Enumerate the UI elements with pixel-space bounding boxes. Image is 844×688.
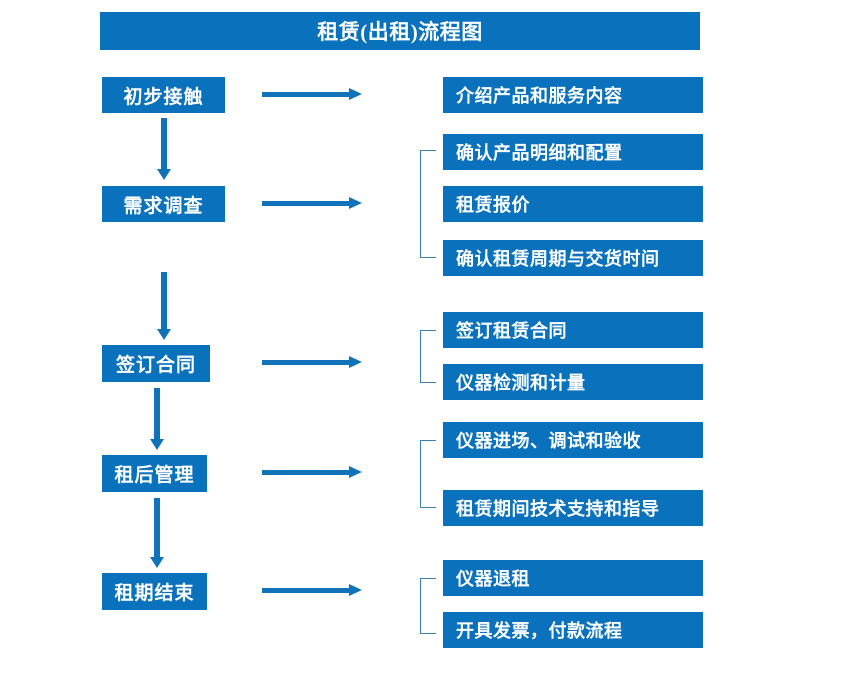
detail-box-sign-rental-contract[interactable]: 签订租赁合同 — [443, 312, 703, 348]
detail-box-instrument-entry-commissioning-acceptance[interactable]: 仪器进场、调试和验收 — [443, 422, 703, 458]
detail-box-intro-products-services[interactable]: 介绍产品和服务内容 — [443, 77, 703, 113]
stage-box-sign-contract[interactable]: 签订合同 — [102, 345, 210, 382]
stage-box-rental-end[interactable]: 租期结束 — [102, 573, 207, 610]
diagram-title: 租赁(出租)流程图 — [100, 12, 700, 50]
right-arrow-icon-3 — [262, 354, 362, 372]
stage-box-post-rental-management[interactable]: 租后管理 — [102, 455, 207, 492]
down-arrow-icon-1 — [155, 118, 173, 180]
right-arrow-icon-1 — [262, 86, 362, 104]
right-arrow-icon-4 — [262, 464, 362, 482]
detail-box-instrument-inspection-metrology[interactable]: 仪器检测和计量 — [443, 364, 703, 400]
down-arrow-icon-4 — [148, 498, 166, 568]
group-bracket-post-rental-management — [420, 440, 436, 508]
group-bracket-requirement-survey — [420, 150, 436, 258]
detail-box-rental-period-technical-support[interactable]: 租赁期间技术支持和指导 — [443, 490, 703, 526]
group-bracket-sign-contract — [420, 330, 436, 383]
detail-box-rental-quotation[interactable]: 租赁报价 — [443, 186, 703, 222]
detail-box-confirm-product-details[interactable]: 确认产品明细和配置 — [443, 134, 703, 170]
stage-box-requirement-survey[interactable]: 需求调查 — [102, 186, 225, 222]
group-bracket-rental-end — [420, 578, 436, 634]
down-arrow-icon-2 — [155, 272, 173, 340]
detail-box-confirm-rental-period-delivery[interactable]: 确认租赁周期与交货时间 — [443, 240, 703, 276]
right-arrow-icon-2 — [262, 195, 362, 213]
detail-box-instrument-return[interactable]: 仪器退租 — [443, 560, 703, 596]
stage-box-initial-contact[interactable]: 初步接触 — [102, 77, 225, 113]
right-arrow-icon-5 — [262, 582, 362, 600]
down-arrow-icon-3 — [148, 388, 166, 450]
detail-box-invoice-payment-process[interactable]: 开具发票，付款流程 — [443, 612, 703, 648]
